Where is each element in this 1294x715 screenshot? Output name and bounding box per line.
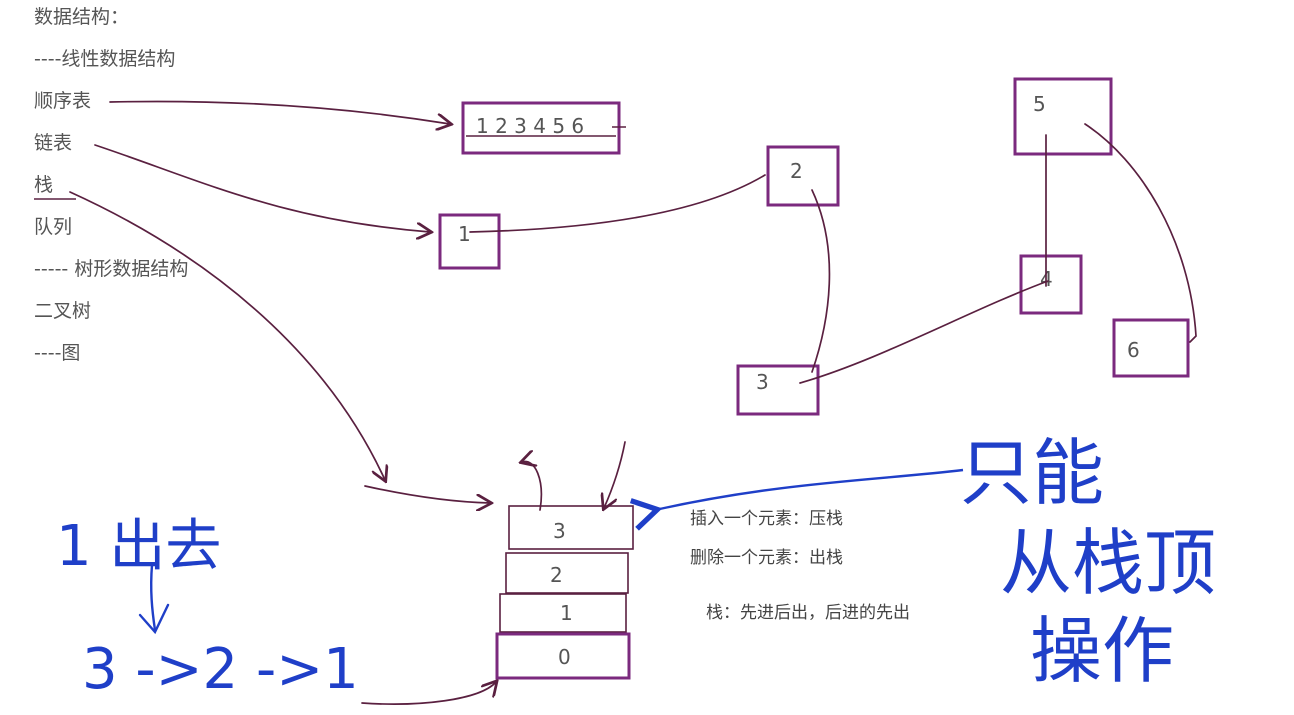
linear-header-text: ----线性数据结构 xyxy=(34,48,176,70)
pop-note: 删除一个元素：出栈 xyxy=(690,548,843,568)
svg-text:3: 3 xyxy=(553,519,566,543)
link-3-to-4 xyxy=(799,280,1049,384)
binary-tree-text: 二叉树 xyxy=(34,300,92,322)
arrow-bottom xyxy=(361,682,496,705)
graph-header-text: ----图 xyxy=(34,342,81,364)
linked-node-2: 2 xyxy=(766,145,840,207)
linked-node-1: 1 xyxy=(438,213,501,270)
linked-node-3: 3 xyxy=(736,364,820,416)
stack-text: 栈 xyxy=(34,174,54,196)
blue-down-arrow xyxy=(138,563,170,635)
svg-text:1: 1 xyxy=(458,222,471,246)
blue-pointer-arrow xyxy=(655,468,964,510)
link-5-to-6 xyxy=(1084,123,1197,343)
svg-text:3: 3 xyxy=(756,370,769,394)
svg-text:2: 2 xyxy=(550,563,563,587)
link-2-to-3 xyxy=(811,189,831,373)
stack-cell-3: 3 xyxy=(508,505,634,550)
queue-text: 队列 xyxy=(34,216,73,238)
tree-header-text: ----- 树形数据结构 xyxy=(34,258,189,280)
tree-node-4: 4 xyxy=(1019,254,1083,315)
tree-node-6: 6 xyxy=(1112,318,1190,378)
stack-cell-2: 2 xyxy=(505,552,629,594)
handwriting-sequence: 3 ->2 ->1 xyxy=(82,637,359,702)
svg-text:2: 2 xyxy=(790,159,803,183)
arrow-push-in xyxy=(364,485,490,503)
arrow-seq-to-box xyxy=(109,100,450,124)
stack-diagram: 3 2 1 0 xyxy=(495,505,634,680)
sequential-list-text: 顺序表 xyxy=(34,90,92,112)
stack-rule-note: 栈：先进后出，后进的先出 xyxy=(706,603,910,623)
svg-text:1: 1 xyxy=(560,601,573,625)
svg-text:0: 0 xyxy=(558,645,571,669)
svg-text:5: 5 xyxy=(1033,92,1046,116)
sequential-list-box: 1 2 3 4 5 6 xyxy=(461,101,626,155)
arrow-linked-to-node1 xyxy=(94,144,430,232)
push-note: 插入一个元素：压栈 xyxy=(690,509,843,529)
handwriting-out: 1 出去 xyxy=(56,514,221,579)
stack-cell-1: 1 xyxy=(499,593,627,633)
svg-text:6: 6 xyxy=(1127,338,1140,362)
arrow-top-in xyxy=(604,441,626,508)
arrow-top-out xyxy=(522,462,543,511)
handwriting-right-2: 从栈顶 xyxy=(1000,521,1216,605)
handwriting-right-3: 操作 xyxy=(1030,609,1174,693)
link-1-to-2 xyxy=(469,174,766,233)
tree-node-5: 5 xyxy=(1013,77,1113,156)
linked-list-text: 链表 xyxy=(34,132,73,154)
sequential-list-content: 1 2 3 4 5 6 xyxy=(476,114,584,138)
handwriting-right-1: 只能 xyxy=(960,431,1104,515)
stack-cell-0: 0 xyxy=(495,632,631,680)
arrow-stack-to-diagram xyxy=(69,191,385,480)
title-text: 数据结构： xyxy=(34,6,130,28)
